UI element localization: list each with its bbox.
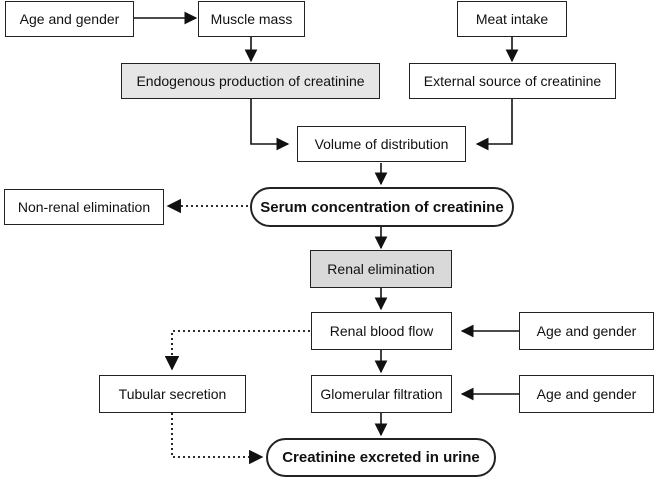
serum-concentration-label: Serum concentration of creatinine <box>260 198 504 216</box>
volume-distribution-box: Volume of distribution <box>297 126 466 162</box>
external-source-box: External source of creatinine <box>409 63 616 99</box>
serum-concentration-box: Serum concentration of creatinine <box>250 187 514 227</box>
dotted-arrow-rbf-to-tubular <box>164 330 310 371</box>
non-renal-elimination-box: Non-renal elimination <box>4 189 164 225</box>
renal-blood-flow-label: Renal blood flow <box>329 323 434 339</box>
age-gender-top-label: Age and gender <box>19 11 120 27</box>
volume-distribution-label: Volume of distribution <box>314 136 449 152</box>
glomerular-filtration-label: Glomerular filtration <box>320 386 443 402</box>
non-renal-elimination-label: Non-renal elimination <box>17 199 151 215</box>
endogenous-production-box: Endogenous production of creatinine <box>121 63 380 99</box>
age-gender-rbf-box: Age and gender <box>519 312 654 350</box>
age-gender-top-box: Age and gender <box>5 1 134 37</box>
tubular-secretion-label: Tubular secretion <box>118 386 227 402</box>
age-gender-gfr-label: Age and gender <box>536 386 637 402</box>
age-gender-rbf-label: Age and gender <box>536 323 637 339</box>
tubular-secretion-box: Tubular secretion <box>99 375 246 413</box>
renal-elimination-box: Renal elimination <box>310 250 452 288</box>
creatinine-excreted-label: Creatinine excreted in urine <box>282 449 480 466</box>
dotted-arrow-tubular-to-excreted <box>171 413 264 465</box>
arrow-external-to-volume <box>475 99 513 151</box>
muscle-mass-label: Muscle mass <box>210 11 293 27</box>
renal-elimination-label: Renal elimination <box>327 261 435 277</box>
meat-intake-box: Meat intake <box>457 1 567 37</box>
muscle-mass-box: Muscle mass <box>198 1 305 37</box>
arrow-endogenous-to-volume <box>250 99 290 151</box>
endogenous-production-label: Endogenous production of creatinine <box>136 73 365 89</box>
age-gender-gfr-box: Age and gender <box>519 375 654 413</box>
external-source-label: External source of creatinine <box>423 73 602 89</box>
meat-intake-label: Meat intake <box>475 11 549 27</box>
glomerular-filtration-box: Glomerular filtration <box>311 375 452 413</box>
renal-blood-flow-box: Renal blood flow <box>311 312 452 350</box>
creatinine-excreted-box: Creatinine excreted in urine <box>266 438 496 477</box>
